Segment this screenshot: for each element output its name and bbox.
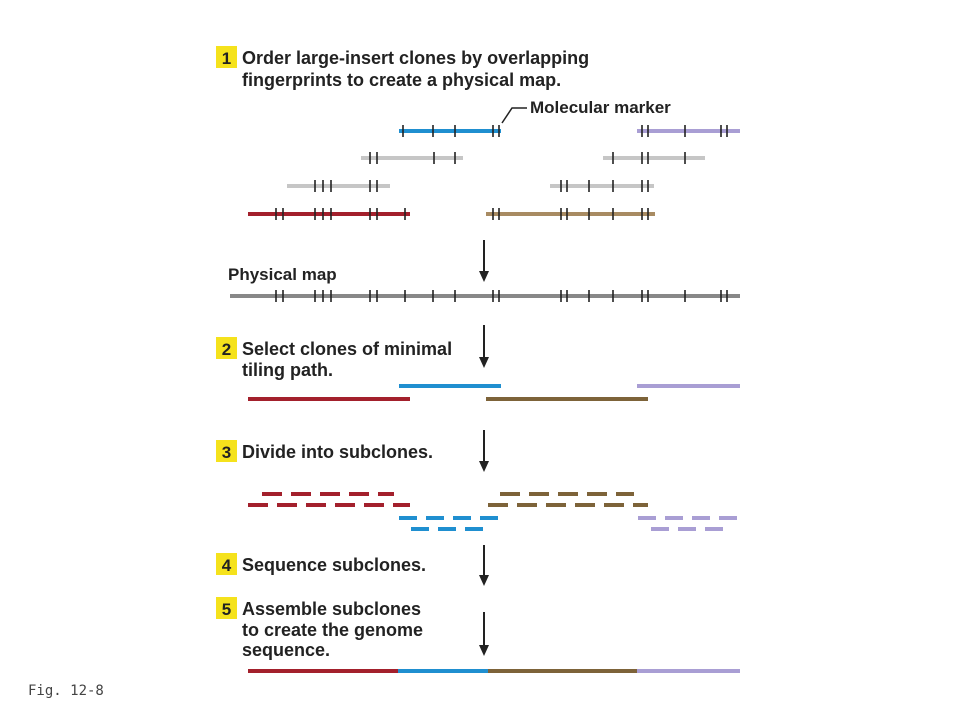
arrow-head [479, 461, 489, 472]
arrow-head [479, 357, 489, 368]
step-5-number: 5 [222, 600, 231, 619]
arrow-to-subclones [479, 430, 489, 472]
step-5-text-line-3: sequence. [242, 640, 330, 660]
step-1-text-line-1: Order large-insert clones by overlapping [242, 48, 589, 68]
arrow-head [479, 645, 489, 656]
step-2-text-line-2: tiling path. [242, 360, 333, 380]
step-3-number: 3 [222, 443, 231, 462]
arrow-to-genome-sequence [479, 612, 489, 656]
step-5-text-line-2: to create the genome [242, 620, 423, 640]
step-3-text-line-1: Divide into subclones. [242, 442, 433, 462]
step-4-text-line-1: Sequence subclones. [242, 555, 426, 575]
step-3-badge [216, 440, 237, 462]
step-5-badge [216, 597, 237, 619]
subclones [248, 492, 737, 531]
arrow-head [479, 271, 489, 282]
physical-map-label: Physical map [228, 265, 337, 284]
arrow-to-sequence [479, 545, 489, 586]
step-3: 3 Divide into subclones. [216, 440, 433, 462]
step-2-text-line-1: Select clones of minimal [242, 339, 452, 359]
physical-map [230, 290, 740, 302]
arrow-head [479, 575, 489, 586]
large-insert-clones [248, 125, 740, 220]
molecular-marker-leader [501, 107, 527, 124]
step-1-number: 1 [222, 49, 231, 68]
figure-label: Fig. 12-8 [28, 683, 104, 699]
arrow-to-physical-map [479, 240, 489, 282]
step-2-badge [216, 337, 237, 359]
step-4-number: 4 [222, 556, 232, 575]
step-5: 5 Assemble subclones to create the genom… [216, 597, 423, 660]
step-4-badge [216, 553, 237, 575]
step-1: 1 Order large-insert clones by overlappi… [216, 46, 589, 90]
molecular-marker-label: Molecular marker [530, 98, 671, 117]
step-5-text-line-1: Assemble subclones [242, 599, 421, 619]
step-1-badge [216, 46, 237, 68]
step-2-number: 2 [222, 340, 231, 359]
minimal-tiling-path [248, 384, 740, 401]
step-1-text-line-2: fingerprints to create a physical map. [242, 70, 561, 90]
step-4: 4 Sequence subclones. [216, 553, 426, 575]
arrow-to-tiling-path [479, 325, 489, 368]
step-2: 2 Select clones of minimal tiling path. [216, 337, 452, 380]
